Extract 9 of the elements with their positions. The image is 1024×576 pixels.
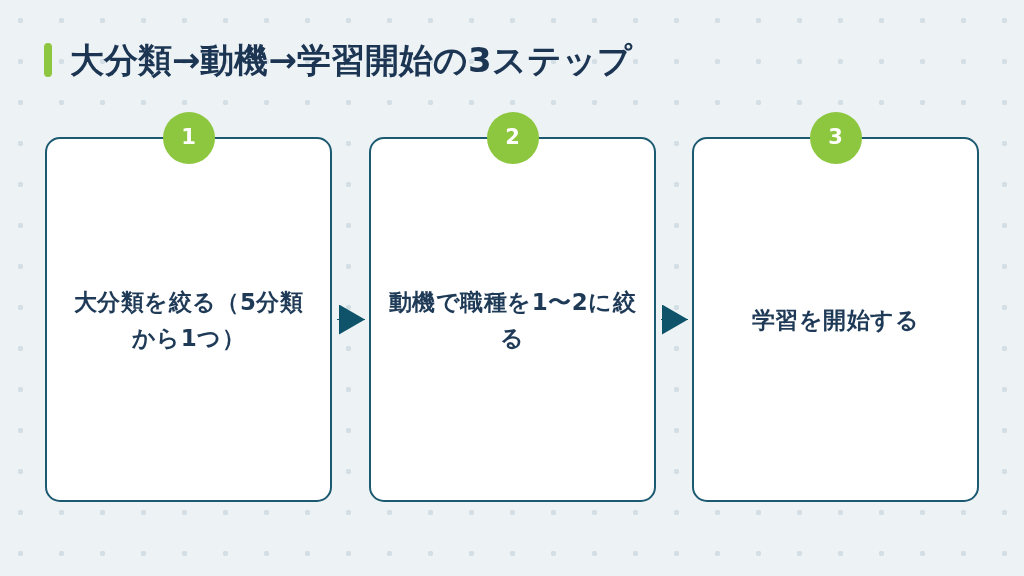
step-number-badge: 3 xyxy=(809,112,862,164)
step-text: 動機で職種を1〜2に絞る xyxy=(387,287,638,353)
arrow xyxy=(336,304,366,335)
step-text: 大分類を絞る（5分類から1つ） xyxy=(72,287,305,353)
arrow xyxy=(660,304,689,335)
step-text: 学習を開始する xyxy=(751,305,920,335)
step-number-badge: 1 xyxy=(162,112,215,164)
title: 大分類→動機→学習開始の3ステップ xyxy=(70,39,632,81)
step-number-badge: 2 xyxy=(486,112,539,164)
